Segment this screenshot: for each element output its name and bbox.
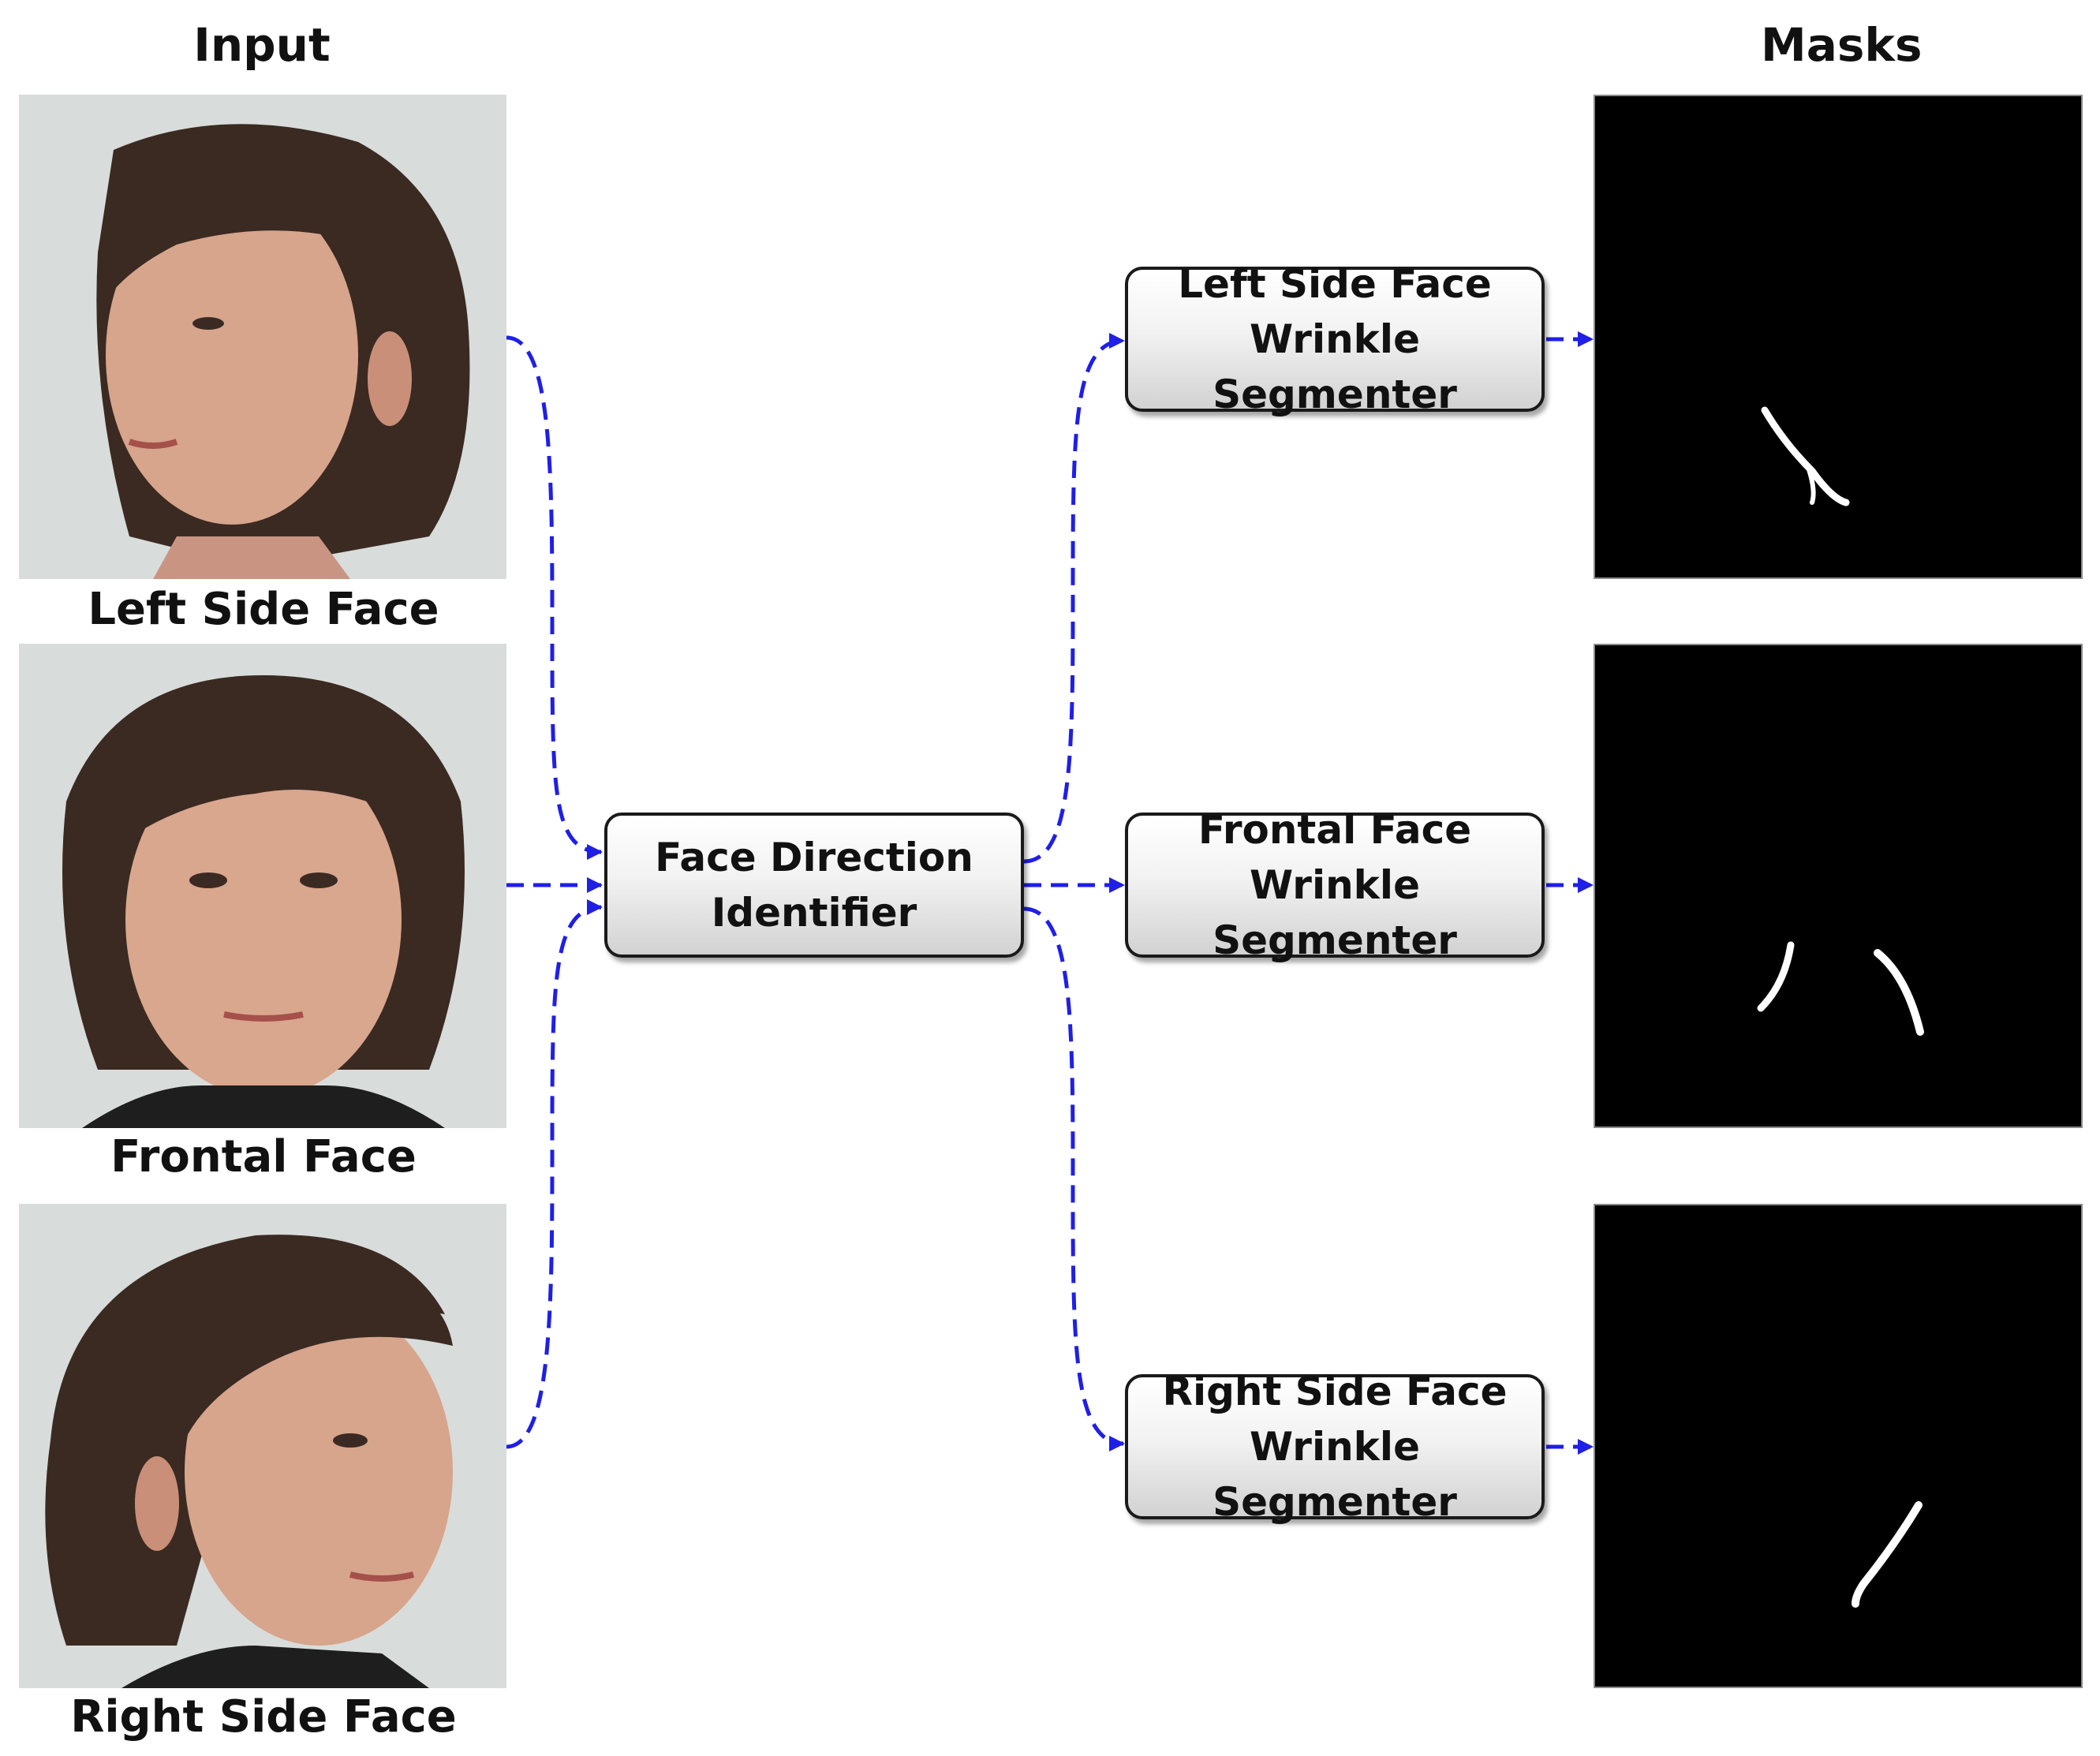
left-side-segmenter-box: Left Side Face Wrinkle Segmenter	[1125, 261, 1545, 417]
frontal-segmenter-line2: Wrinkle Segmenter	[1213, 862, 1457, 963]
arrow-identifier-to-left-segmenter	[1023, 333, 1125, 864]
arrow-right-photo-to-identifier	[506, 899, 603, 1449]
face-direction-identifier-box: Face Direction Identifier	[604, 813, 1024, 958]
identifier-line2: Identifier	[711, 890, 917, 936]
wrinkle-mark	[1874, 949, 1924, 1036]
frontal-segmenter-box: Frontal Face Wrinkle Segmenter	[1125, 807, 1545, 963]
arrow-identifier-to-right-segmenter	[1023, 906, 1125, 1452]
left-side-face-photo	[19, 95, 506, 579]
right-side-face-photo	[19, 1204, 506, 1688]
right-segmenter-line1: Right Side Face	[1162, 1369, 1508, 1414]
left-segmenter-line1: Left Side Face	[1178, 261, 1492, 307]
wrinkle-mark	[1806, 465, 1816, 505]
wrinkle-mark	[1757, 941, 1795, 1012]
frontal-face-caption: Frontal Face	[110, 1131, 417, 1182]
right-side-mask	[1594, 1204, 2083, 1688]
left-side-mask	[1594, 95, 2083, 579]
right-side-segmenter-box: Right Side Face Wrinkle Segmenter	[1125, 1369, 1545, 1525]
wrinkle-mark	[1761, 406, 1850, 506]
left-side-face-caption: Left Side Face	[88, 584, 439, 635]
masks-heading: Masks	[1761, 18, 1923, 72]
right-side-face-caption: Right Side Face	[70, 1691, 457, 1743]
frontal-mask	[1594, 644, 2083, 1128]
wrinkle-mark	[1852, 1501, 1923, 1608]
identifier-line1: Face Direction	[655, 835, 973, 880]
arrow-left-photo-to-identifier	[506, 335, 603, 860]
right-segmenter-line2: Wrinkle Segmenter	[1213, 1424, 1457, 1525]
left-segmenter-line2: Wrinkle Segmenter	[1213, 316, 1457, 417]
frontal-face-photo	[19, 644, 506, 1128]
input-heading: Input	[193, 18, 331, 72]
frontal-segmenter-line1: Frontal Face	[1198, 807, 1472, 853]
